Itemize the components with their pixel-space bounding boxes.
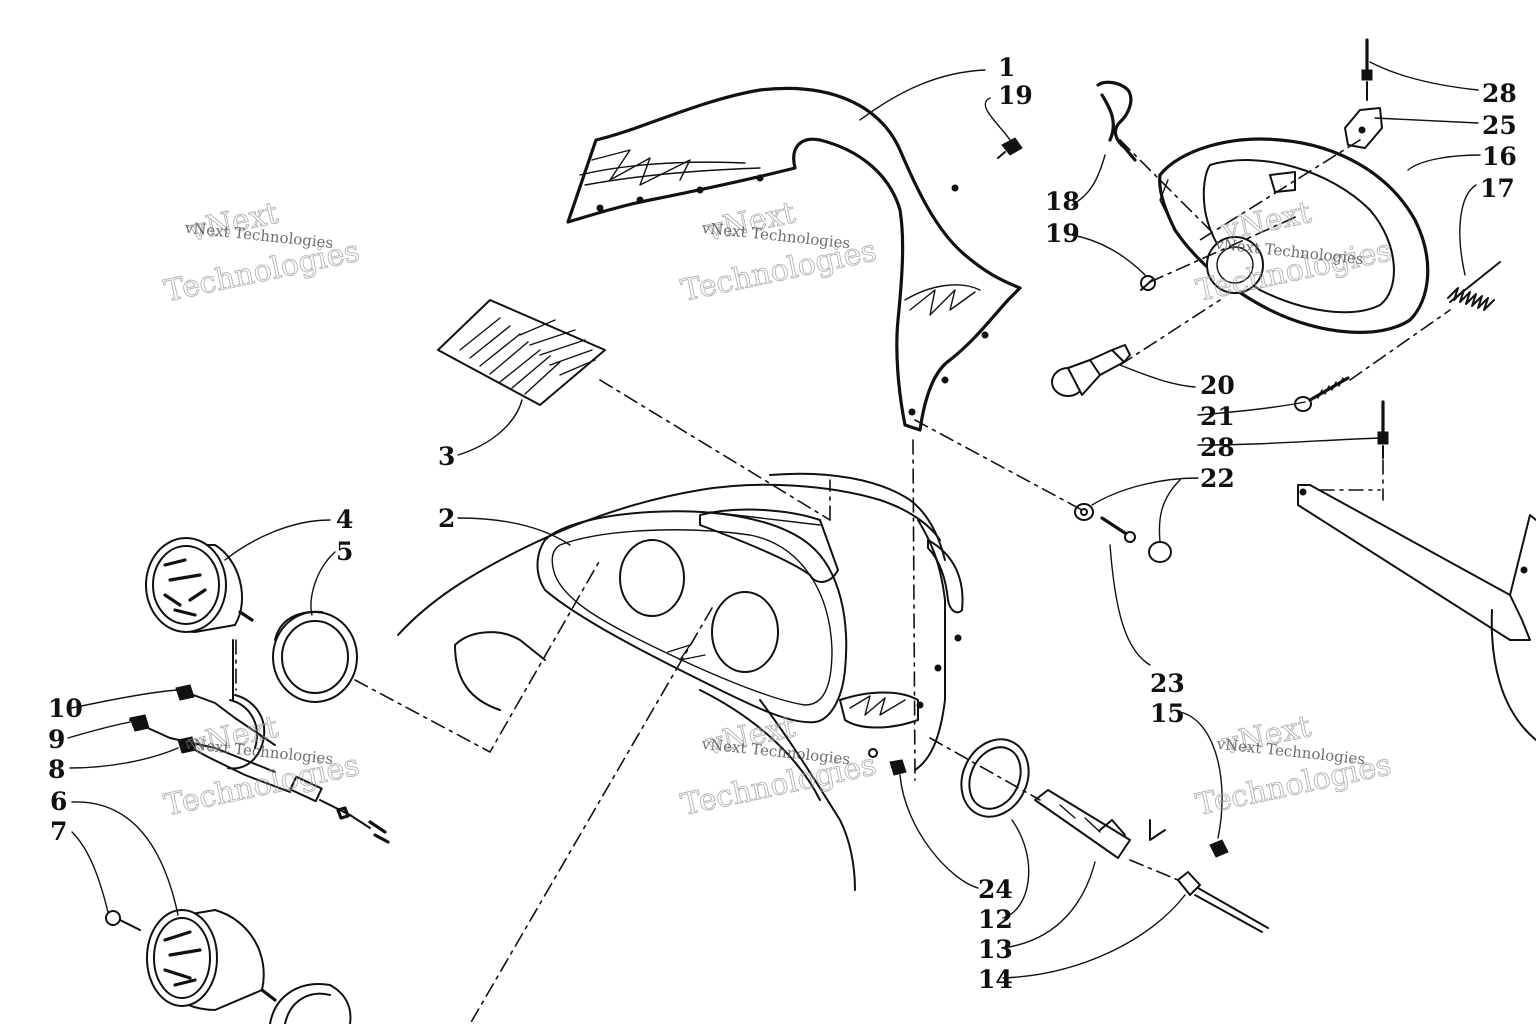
callout-19: 19: [1045, 219, 1080, 248]
callout-3: 3: [438, 442, 455, 471]
callout-28: 28: [1200, 433, 1235, 462]
screw-28-lower: [1377, 400, 1389, 459]
bolt-21: [1294, 376, 1350, 412]
leader-lines: [67, 61, 1481, 979]
bezel-lower: [269, 983, 352, 1024]
callout-16: 16: [1482, 142, 1517, 171]
callout-9: 9: [48, 725, 65, 754]
decal: [437, 299, 606, 406]
callout-12: 12: [978, 905, 1013, 934]
assembly-lines: [235, 139, 1451, 1024]
callout-20: 20: [1200, 371, 1235, 400]
washer-bolt-22: [1074, 503, 1172, 563]
callout-14: 14: [978, 965, 1013, 994]
callout-4: 4: [336, 505, 353, 534]
spring: [1447, 261, 1501, 311]
callout-8: 8: [48, 755, 65, 784]
callouts: 1 19 18 19 28 25 16 17 20 21 28 22 3 2 4…: [48, 53, 1517, 994]
callout-5: 5: [336, 537, 353, 566]
callout-17: 17: [1480, 174, 1515, 203]
callout-24: 24: [978, 875, 1013, 904]
callout-6: 6: [50, 787, 67, 816]
callout-13: 13: [978, 935, 1013, 964]
bracket-25: [1344, 38, 1383, 149]
wire-harness-18: [1096, 80, 1137, 162]
callout-28: 28: [1482, 79, 1517, 108]
callout-7: 7: [50, 817, 67, 846]
ring-12: [960, 738, 1030, 818]
bezel-5: [272, 610, 358, 703]
screw-19-upper: [997, 137, 1023, 159]
gauge-6: [105, 909, 277, 1011]
callout-1: 1: [998, 53, 1015, 82]
callout-21: 21: [1200, 402, 1235, 431]
console-hood: [397, 472, 964, 891]
screw-15: [1209, 839, 1229, 858]
bulb: [1051, 344, 1131, 397]
switch-13: [1034, 789, 1131, 859]
wiring-harness: [129, 639, 390, 844]
callout-18: 18: [1045, 187, 1080, 216]
cable-14: [1149, 819, 1269, 933]
callout-15: 15: [1150, 699, 1185, 728]
screw-19-lower: [1140, 275, 1156, 291]
windshield: [566, 86, 1022, 432]
callout-22: 22: [1200, 464, 1235, 493]
callout-2: 2: [438, 504, 455, 533]
mount-bracket: [1297, 484, 1536, 741]
gauge-4: [145, 537, 254, 633]
callout-25: 25: [1482, 111, 1517, 140]
headlight-housing: [1158, 137, 1430, 334]
callout-10: 10: [48, 694, 83, 723]
screw-24: [868, 748, 907, 776]
callout-23: 23: [1150, 669, 1185, 698]
callout-19: 19: [998, 81, 1033, 110]
